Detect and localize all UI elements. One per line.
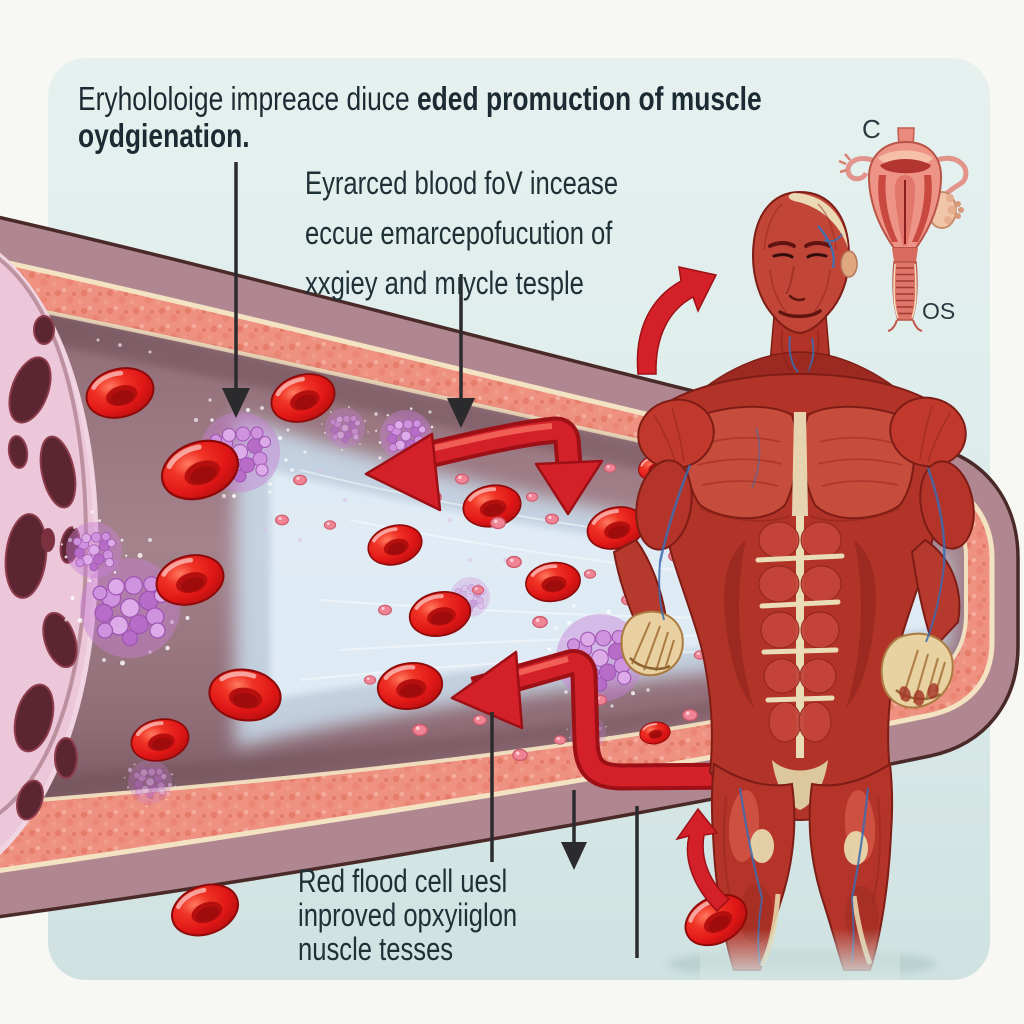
uterus-inset — [838, 127, 969, 332]
muscular-figure — [612, 190, 975, 978]
black-arrow-title — [222, 162, 250, 418]
inset-label-c: C — [862, 114, 881, 144]
ear — [840, 250, 858, 278]
title-line1: Eryhololoige impreace diuce eded promuct… — [78, 80, 762, 117]
title-line1-regular: Eryhololoige impreace diuce — [78, 80, 410, 117]
title-line2: oydgienation. — [78, 117, 250, 154]
rbc-line2: inproved opxyiiglon — [298, 897, 518, 933]
red-curved-arrow-shoulder — [636, 266, 718, 375]
red-curved-arrow-bottom — [675, 807, 731, 913]
red-elbow-arrow-upper — [364, 416, 604, 516]
title-caption: Eryhololoige impreace diuce eded promuct… — [78, 80, 762, 154]
vessel-bottom-shadow — [0, 664, 916, 799]
head-vein — [817, 225, 843, 269]
black-annotations — [222, 162, 639, 958]
rbc-line3: nuscle tesses — [298, 931, 454, 967]
veins — [658, 335, 946, 965]
flow-line2: eccue emarcepofucution of — [305, 215, 613, 251]
red-elbow-arrow-lower — [450, 649, 875, 791]
rbc-caption: Red flood cell uesl inproved opxyiiglon … — [298, 864, 517, 966]
black-arrow-flow — [447, 274, 475, 428]
rbc-line1: Red flood cell uesl — [298, 863, 508, 899]
flow-line1: Eyrarced blood foV incease — [305, 165, 619, 201]
title-line1-bold: eded promuction of muscle — [416, 80, 762, 117]
flow-line3: xxgiey and mıycle tesple — [305, 265, 584, 301]
black-arrow-rbc — [561, 790, 587, 870]
inset-label-os: OS — [922, 298, 956, 324]
flow-caption: Eyrarced blood foV incease eccue emarcep… — [305, 158, 618, 308]
